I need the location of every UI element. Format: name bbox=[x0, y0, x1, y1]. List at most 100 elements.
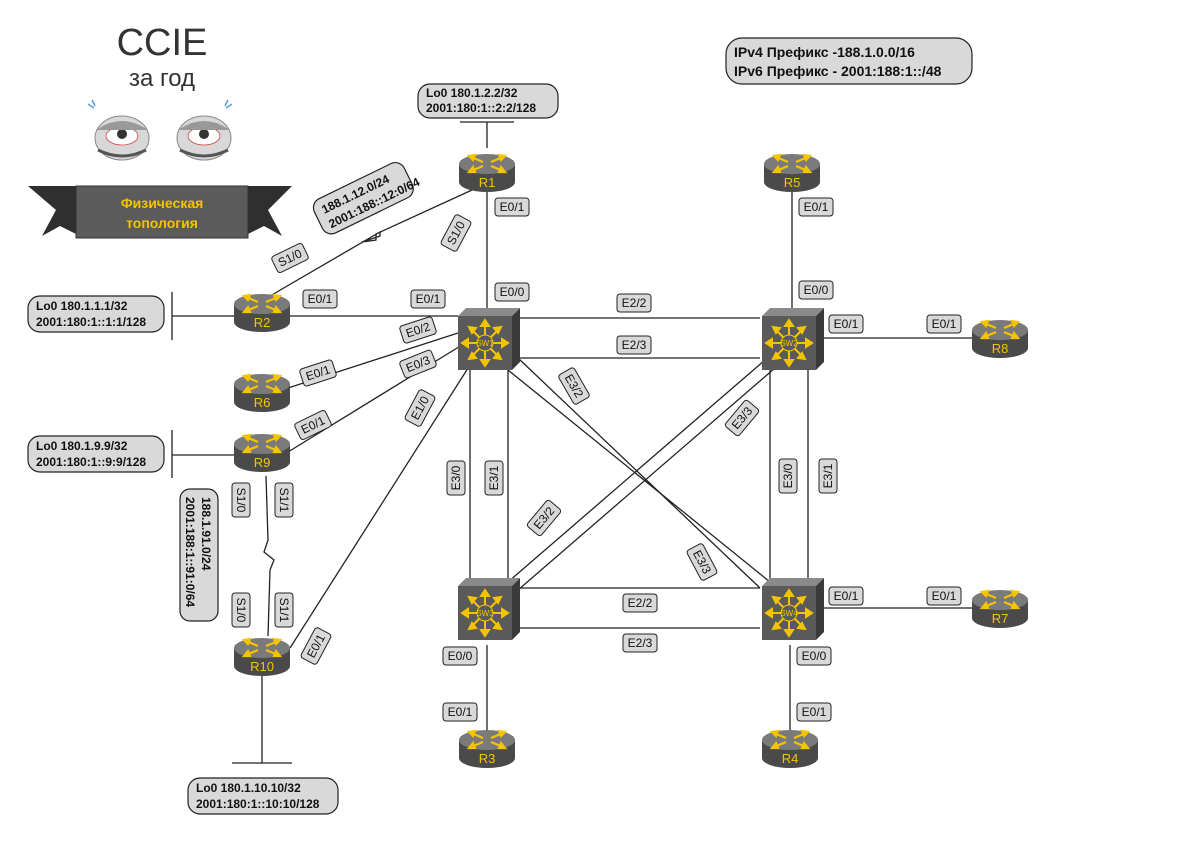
port-label-r10-s11: S1/1 bbox=[274, 592, 294, 628]
device-r8[interactable]: R8 bbox=[970, 318, 1030, 360]
device-r2-label: R2 bbox=[254, 315, 271, 330]
port-label-text: E0/1 bbox=[834, 589, 859, 603]
device-r3-label: R3 bbox=[479, 751, 496, 766]
device-r1-label: R1 bbox=[479, 175, 496, 190]
port-label-sw1-e31: E3/1 bbox=[484, 460, 504, 496]
device-r9[interactable]: R9 bbox=[232, 432, 292, 474]
device-r3[interactable]: R3 bbox=[457, 728, 517, 770]
port-label-r3-e01: E0/1 bbox=[442, 702, 478, 722]
serial-net-r9-r10-v4: 188.1.91.0/24 bbox=[199, 497, 213, 571]
port-label-text: E0/1 bbox=[802, 705, 827, 719]
device-r2[interactable]: R2 bbox=[232, 292, 292, 334]
port-label-r7-e01: E0/1 bbox=[926, 586, 962, 606]
port-label-sw1-e22: E2/2 bbox=[616, 293, 652, 313]
port-label-text: E0/0 bbox=[804, 283, 829, 297]
port-label-r10-s10: S1/0 bbox=[231, 592, 251, 628]
port-label-text: E0/1 bbox=[932, 589, 957, 603]
port-label-text: S1/0 bbox=[234, 598, 248, 623]
port-label-sw1-e23: E2/3 bbox=[616, 335, 652, 355]
port-label-r2-e01: E0/1 bbox=[302, 289, 338, 309]
device-r6[interactable]: R6 bbox=[232, 372, 292, 414]
serial-net-r9-r10-v6: 2001:188:1::91:0/64 bbox=[183, 497, 197, 607]
port-label-text: S1/0 bbox=[234, 488, 248, 513]
link-r1-r2-serial bbox=[269, 189, 473, 297]
port-label-text: S1/1 bbox=[277, 488, 291, 513]
port-label-r9-e01: E0/1 bbox=[294, 409, 332, 441]
link-sw1-sw4-a bbox=[517, 357, 761, 589]
device-r10-label: R10 bbox=[250, 659, 274, 674]
device-r7-label: R7 bbox=[992, 611, 1009, 626]
device-sw3-label: SW3 bbox=[476, 609, 494, 618]
loopback-r10: Lo0 180.1.10.10/32 2001:180:1::10:10/128 bbox=[187, 777, 339, 815]
device-r9-label: R9 bbox=[254, 455, 271, 470]
port-label-text: E0/1 bbox=[804, 200, 829, 214]
port-label-sw3-e00: E0/0 bbox=[442, 646, 478, 666]
device-r4-label: R4 bbox=[782, 751, 799, 766]
port-label-sw4-e00: E0/0 bbox=[796, 646, 832, 666]
link-sw1-sw4-b bbox=[507, 369, 771, 583]
loopback-r2-v6: 2001:180:1::1:1/128 bbox=[36, 315, 146, 329]
device-sw4-label: SW4 bbox=[780, 609, 798, 618]
device-sw4[interactable]: SW4 bbox=[761, 577, 825, 641]
port-label-text: E2/2 bbox=[622, 296, 647, 310]
port-label-r8-e01: E0/1 bbox=[926, 314, 962, 334]
port-label-sw4-e01: E0/1 bbox=[828, 586, 864, 606]
port-label-r4-e01: E0/1 bbox=[796, 702, 832, 722]
title-ribbon: Физическая топология bbox=[28, 185, 292, 239]
port-label-text: E0/1 bbox=[500, 200, 525, 214]
device-sw2-label: SW2 bbox=[780, 339, 798, 348]
serial-net-r9-r10: 188.1.91.0/24 2001:188:1::91:0/64 bbox=[179, 488, 219, 622]
port-label-sw2-e00: E0/0 bbox=[798, 280, 834, 300]
port-label-text: E0/1 bbox=[448, 705, 473, 719]
device-r5[interactable]: R5 bbox=[762, 152, 822, 194]
port-label-sw2-e30: E3/0 bbox=[778, 458, 798, 494]
port-label-sw3-e22: E2/2 bbox=[622, 593, 658, 613]
device-sw1-label: SW1 bbox=[476, 339, 494, 348]
port-label-text: E0/0 bbox=[448, 649, 473, 663]
port-label-text: E0/1 bbox=[834, 317, 859, 331]
loopback-r10-v6: 2001:180:1::10:10/128 bbox=[196, 797, 320, 811]
link-r9-r10-serial bbox=[263, 475, 275, 637]
port-label-text: E2/3 bbox=[622, 338, 647, 352]
device-r10[interactable]: R10 bbox=[232, 636, 292, 678]
port-label-text: S1/1 bbox=[277, 598, 291, 623]
port-label-text: E2/2 bbox=[628, 596, 653, 610]
port-label-text: E3/1 bbox=[487, 465, 501, 490]
ipv4-prefix: IPv4 Префикс -188.1.0.0/16 bbox=[734, 44, 915, 60]
device-r1[interactable]: R1 bbox=[457, 152, 517, 194]
port-label-sw1-e30: E3/0 bbox=[446, 460, 466, 496]
loopback-r9-v4: Lo0 180.1.9.9/32 bbox=[36, 439, 128, 453]
device-r4[interactable]: R4 bbox=[760, 728, 820, 770]
links bbox=[171, 121, 972, 764]
device-sw2[interactable]: SW2 bbox=[761, 307, 825, 371]
ribbon-line2: топология bbox=[126, 215, 198, 231]
port-label-sw4-e33: E3/3 bbox=[686, 543, 718, 581]
port-label-text: E3/0 bbox=[449, 465, 463, 490]
link-sw3-sw2-a bbox=[507, 359, 766, 583]
port-label-sw2-e33: E3/3 bbox=[724, 399, 760, 437]
port-label-text: E3/0 bbox=[781, 463, 795, 488]
port-label-r2-s10: S1/0 bbox=[271, 242, 309, 274]
prefix-box: IPv4 Префикс -188.1.0.0/16 IPv6 Префикс … bbox=[725, 37, 973, 85]
port-label-r1-e01: E0/1 bbox=[494, 197, 530, 217]
device-r7[interactable]: R7 bbox=[970, 588, 1030, 630]
port-label-sw1-e01: E0/1 bbox=[410, 289, 446, 309]
port-label-text: E0/0 bbox=[500, 285, 525, 299]
port-label-text: E0/0 bbox=[802, 649, 827, 663]
loopback-r10-v4: Lo0 180.1.10.10/32 bbox=[196, 781, 301, 795]
loopback-r1-v4: Lo0 180.1.2.2/32 bbox=[426, 86, 518, 100]
ribbon-line1: Физическая bbox=[121, 195, 204, 211]
device-sw1[interactable]: SW1 bbox=[457, 307, 521, 371]
device-r6-label: R6 bbox=[254, 395, 271, 410]
logo-subtitle: за год bbox=[129, 65, 195, 92]
loopback-r2: Lo0 180.1.1.1/32 2001:180:1::1:1/128 bbox=[27, 295, 165, 333]
link-sw3-sw2-b bbox=[517, 367, 776, 591]
port-label-sw1-e03: E0/3 bbox=[399, 349, 437, 379]
device-r8-label: R8 bbox=[992, 341, 1009, 356]
device-sw3[interactable]: SW3 bbox=[457, 577, 521, 641]
port-label-sw1-e32: E3/2 bbox=[558, 367, 590, 405]
port-label-r10-e01: E0/1 bbox=[300, 627, 332, 665]
port-label-sw2-e31: E3/1 bbox=[818, 458, 838, 494]
